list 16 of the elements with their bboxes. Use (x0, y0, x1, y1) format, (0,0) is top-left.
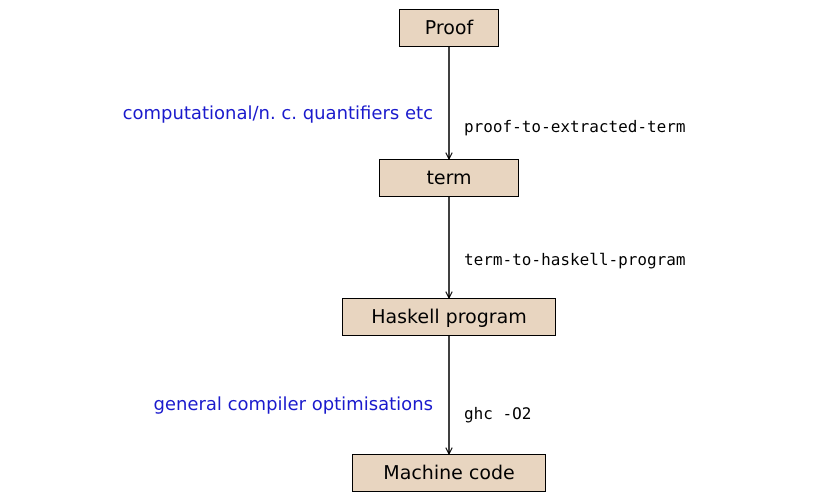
box-label: Haskell program (370, 306, 528, 328)
annotation-note: general compiler optimisations (153, 394, 433, 415)
box-label: Proof (424, 17, 474, 39)
arrow (445, 47, 453, 160)
edge-label: proof-to-extracted-term (464, 117, 686, 136)
arrow (445, 197, 453, 299)
process-box (342, 298, 556, 336)
edge-label: term-to-haskell-program (464, 250, 686, 269)
box-label: Machine code (382, 462, 516, 484)
process-box (379, 159, 519, 197)
annotation-note: computational/n. c. quantifiers etc (122, 103, 433, 124)
box-label: term (425, 167, 473, 189)
arrow (445, 336, 453, 455)
edge-label: ghc -O2 (464, 404, 532, 423)
process-box (352, 454, 546, 492)
process-box (399, 9, 499, 47)
